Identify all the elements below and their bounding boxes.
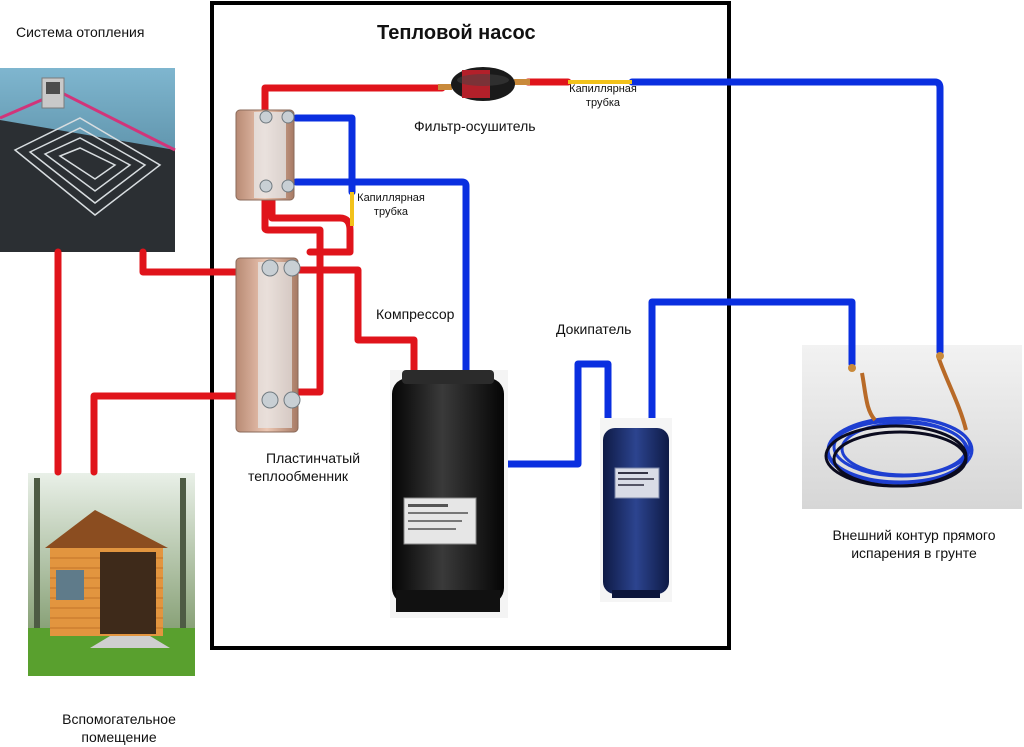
accumulator-label: Докипатель: [556, 321, 632, 337]
accumulator-icon: [600, 418, 672, 602]
plate-exchanger-label-line2: теплообменник: [248, 468, 349, 484]
auxiliary-room-label: Вспомогательное помещение: [40, 710, 198, 746]
plate-exchanger-label: Пластинчатый теплообменник: [248, 449, 361, 485]
compressor-label: Компрессор: [376, 306, 455, 322]
ground-coil-image: [802, 345, 1022, 509]
hot-pipes: [54, 78, 572, 476]
capillary-top-label-line2: трубка: [585, 97, 621, 109]
auxiliary-room-label-line1: Вспомогательное: [62, 711, 176, 727]
auxiliary-room-label-line2: помещение: [81, 729, 157, 745]
capillary-top-label-line1: Капиллярная: [569, 83, 637, 95]
filter-drier-icon: [438, 67, 530, 101]
coil-inlet-icon: [848, 364, 856, 372]
floor-heating-image: [0, 68, 176, 252]
coil-outlet-icon: [936, 352, 944, 360]
plate-exchanger-label-line1: Пластинчатый: [266, 450, 361, 466]
garage-image: [28, 473, 195, 676]
plate-exchanger-top-icon: [235, 109, 295, 201]
plate-exchanger-bottom-icon: [235, 257, 301, 433]
capillary-mid-label: Капиллярная трубка: [350, 191, 432, 219]
heat-pump-frame: [210, 1, 731, 650]
heating-system-label: Система отопления: [16, 24, 145, 40]
cold-pipes: [292, 78, 944, 468]
external-loop-label-line1: Внешний контур прямого: [832, 527, 996, 543]
external-loop-label: Внешний контур прямого испарения в грунт…: [808, 526, 1020, 562]
capillary-tubes: [350, 80, 632, 226]
capillary-mid-label-line1: Капиллярная: [357, 192, 425, 204]
external-loop-label-line2: испарения в грунте: [851, 545, 977, 561]
diagram-title: Тепловой насос: [377, 22, 536, 44]
filter-drier-label: Фильтр-осушитель: [414, 118, 536, 134]
compressor-icon: [390, 370, 508, 618]
capillary-mid-label-line2: трубка: [373, 206, 409, 218]
capillary-top-label: Капиллярная трубка: [562, 82, 644, 110]
